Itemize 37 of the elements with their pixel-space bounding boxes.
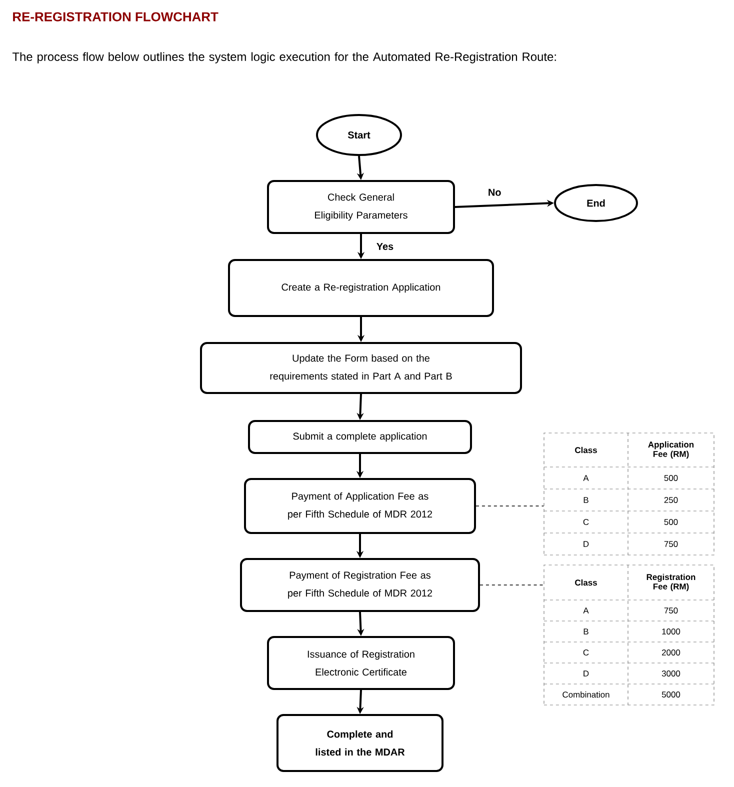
- table-cell: 5000: [662, 692, 680, 698]
- process-box: Payment of Registration Fee as per Fifth Schedule of MDR 2012: [240, 558, 480, 612]
- table-cell: 750: [664, 541, 678, 547]
- edge-label: No: [486, 188, 502, 197]
- table-cell: 500: [664, 519, 678, 525]
- table-cell: Registration Fee (RM): [646, 574, 696, 592]
- process-box: Create a Re-registration Application: [228, 259, 494, 317]
- edge-label: Yes: [375, 242, 395, 251]
- leader-line: [480, 584, 544, 586]
- table-cell: Class: [575, 446, 597, 454]
- fee-table: [544, 432, 714, 556]
- table-cell: A: [583, 608, 589, 614]
- intro-paragraph: The process flow below outlines the system logic execution for the Automated Re-Registration Route:: [12, 52, 556, 64]
- table-cell: D: [584, 541, 589, 547]
- process-box: Payment of Application Fee as per Fifth Schedule of MDR 2012: [244, 478, 476, 534]
- process-box: Submit a complete application: [248, 420, 472, 454]
- fee-table: [544, 564, 714, 706]
- table-cell: Class: [575, 579, 597, 586]
- table-cell: 3000: [662, 670, 680, 676]
- table-cell: C: [583, 650, 589, 656]
- table-cell: D: [584, 670, 589, 676]
- table-cell: 250: [664, 497, 678, 503]
- table-cell: Application Fee (RM): [648, 441, 694, 459]
- table-cell: 500: [664, 475, 678, 481]
- process-box: Issuance of Registration Electronic Certificate: [267, 636, 455, 690]
- process-box: Complete and listed in the MDAR: [276, 714, 444, 772]
- title: RE-REGISTRATION FLOWCHART: [13, 12, 218, 22]
- table-cell: 2000: [662, 650, 680, 656]
- table-cell: C: [583, 519, 589, 525]
- table-cell: A: [583, 475, 589, 481]
- table-cell: Combination: [562, 691, 610, 698]
- table-cell: B: [584, 628, 588, 634]
- table-cell: B: [584, 497, 588, 503]
- table-cell: 1000: [662, 628, 680, 634]
- table-cell: 750: [664, 608, 678, 614]
- process-box: Check General Eligibility Parameters: [267, 180, 455, 234]
- process-box: Update the Form based on the requirements stated in Part A and Part B: [200, 342, 522, 394]
